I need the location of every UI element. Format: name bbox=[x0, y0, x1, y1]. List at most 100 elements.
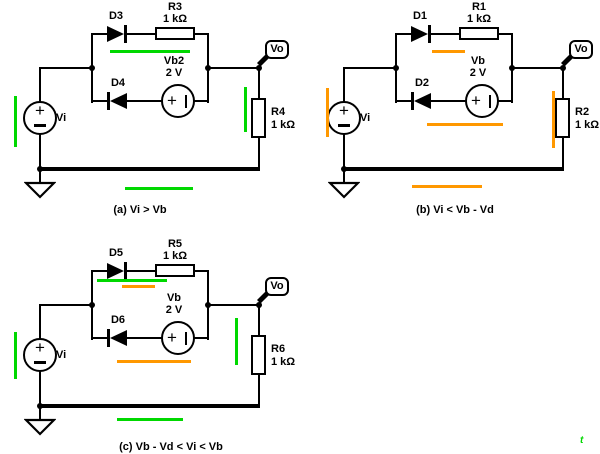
wire bbox=[39, 67, 93, 69]
junction-dot bbox=[560, 65, 566, 71]
input-source-label: Vi bbox=[360, 112, 371, 124]
junction-dot bbox=[509, 65, 515, 71]
wire bbox=[194, 337, 209, 339]
wire bbox=[194, 100, 209, 102]
load-resistor-name: R4 bbox=[271, 106, 286, 118]
circuit-caption: (c) Vb - Vd < Vi < Vb bbox=[119, 441, 223, 453]
wire bbox=[194, 270, 209, 272]
wire bbox=[207, 304, 260, 306]
series-resistor-value: 1 kΩ bbox=[162, 250, 188, 262]
ground-icon bbox=[24, 181, 56, 199]
wire bbox=[395, 100, 412, 102]
diode-bottom-label: D6 bbox=[110, 314, 126, 326]
minus-sign-icon bbox=[34, 124, 46, 127]
load-resistor-name: R2 bbox=[575, 106, 590, 118]
wire bbox=[430, 100, 467, 102]
junction-dot bbox=[205, 65, 211, 71]
wire bbox=[39, 171, 41, 183]
series-resistor-icon bbox=[155, 27, 195, 40]
battery-source-icon: + bbox=[465, 84, 499, 118]
diode-bottom-icon bbox=[107, 92, 127, 110]
diode-bottom-label: D4 bbox=[110, 77, 126, 89]
wire bbox=[91, 33, 108, 35]
battery-value: 2 V bbox=[165, 67, 183, 79]
diode-top-icon bbox=[411, 25, 431, 43]
minus-sign-icon bbox=[338, 124, 350, 127]
wire bbox=[207, 67, 260, 69]
wire bbox=[498, 33, 513, 35]
wire bbox=[258, 136, 260, 170]
diode-bottom-icon bbox=[107, 329, 127, 347]
wire bbox=[39, 67, 41, 103]
junction-dot bbox=[37, 166, 43, 172]
ground-rail bbox=[39, 167, 260, 171]
wire bbox=[258, 373, 260, 407]
plus-sign-icon: + bbox=[35, 338, 45, 357]
output-probe-flag: Vo bbox=[265, 40, 289, 59]
wire bbox=[126, 33, 157, 35]
load-resistor-value: 1 kΩ bbox=[575, 119, 600, 131]
junction-dot bbox=[256, 65, 262, 71]
wire bbox=[126, 337, 163, 339]
circuit-b: + + Vo D1 R1 1 kΩ Vb 2 V D2 Vi R2 1 kΩ (… bbox=[304, 0, 600, 227]
ground-rail bbox=[39, 404, 260, 408]
wire bbox=[511, 67, 564, 69]
wire bbox=[91, 337, 108, 339]
wire bbox=[126, 270, 157, 272]
circuit-a: + + Vo D3 R3 1 kΩ Vb2 2 V D4 Vi R4 1 kΩ … bbox=[0, 0, 300, 227]
wire bbox=[343, 171, 345, 183]
wire bbox=[91, 100, 108, 102]
wire bbox=[343, 67, 397, 69]
junction-dot bbox=[37, 403, 43, 409]
battery-name: Vb2 bbox=[163, 55, 185, 67]
battery-source-icon: + bbox=[161, 321, 195, 355]
battery-source-icon: + bbox=[161, 84, 195, 118]
battery-value: 2 V bbox=[165, 304, 183, 316]
wire bbox=[562, 67, 564, 99]
bar-icon bbox=[185, 332, 187, 345]
voltage-source-icon: + bbox=[327, 101, 361, 135]
output-probe-flag: Vo bbox=[265, 277, 289, 296]
load-resistor-icon bbox=[555, 98, 570, 138]
input-source-label: Vi bbox=[56, 112, 67, 124]
wire bbox=[39, 408, 41, 420]
wire bbox=[126, 100, 163, 102]
load-resistor-icon bbox=[251, 335, 266, 375]
wire bbox=[395, 33, 412, 35]
input-source-label: Vi bbox=[56, 349, 67, 361]
junction-dot bbox=[205, 302, 211, 308]
wire bbox=[498, 100, 513, 102]
plus-sign-icon: + bbox=[167, 91, 177, 110]
output-probe-flag: Vo bbox=[569, 40, 593, 59]
wire bbox=[258, 67, 260, 99]
battery-value: 2 V bbox=[469, 67, 487, 79]
load-resistor-value: 1 kΩ bbox=[271, 356, 296, 368]
bar-icon bbox=[185, 95, 187, 108]
watermark-text: t bbox=[580, 435, 584, 446]
wire bbox=[39, 304, 41, 340]
series-resistor-value: 1 kΩ bbox=[162, 13, 188, 25]
plus-sign-icon: + bbox=[167, 328, 177, 347]
wire bbox=[343, 67, 345, 103]
diode-bottom-icon bbox=[411, 92, 431, 110]
series-resistor-icon bbox=[155, 264, 195, 277]
plus-sign-icon: + bbox=[471, 91, 481, 110]
wire bbox=[430, 33, 461, 35]
ground-icon bbox=[328, 181, 360, 199]
circuit-c: + + Vo D5 R5 1 kΩ Vb 2 V D6 Vi R6 1 kΩ (… bbox=[0, 237, 300, 454]
circuit-caption: (a) Vi > Vb bbox=[113, 204, 167, 216]
wire bbox=[91, 270, 108, 272]
battery-name: Vb bbox=[470, 55, 486, 67]
junction-dot bbox=[256, 302, 262, 308]
series-resistor-value: 1 kΩ bbox=[466, 13, 492, 25]
diode-top-icon bbox=[107, 25, 127, 43]
diode-top-label: D1 bbox=[412, 10, 428, 22]
junction-dot bbox=[341, 166, 347, 172]
battery-name: Vb bbox=[166, 292, 182, 304]
bar-icon bbox=[489, 95, 491, 108]
plus-sign-icon: + bbox=[339, 101, 349, 120]
load-resistor-value: 1 kΩ bbox=[271, 119, 296, 131]
wire bbox=[39, 133, 41, 169]
ground-icon bbox=[24, 418, 56, 436]
